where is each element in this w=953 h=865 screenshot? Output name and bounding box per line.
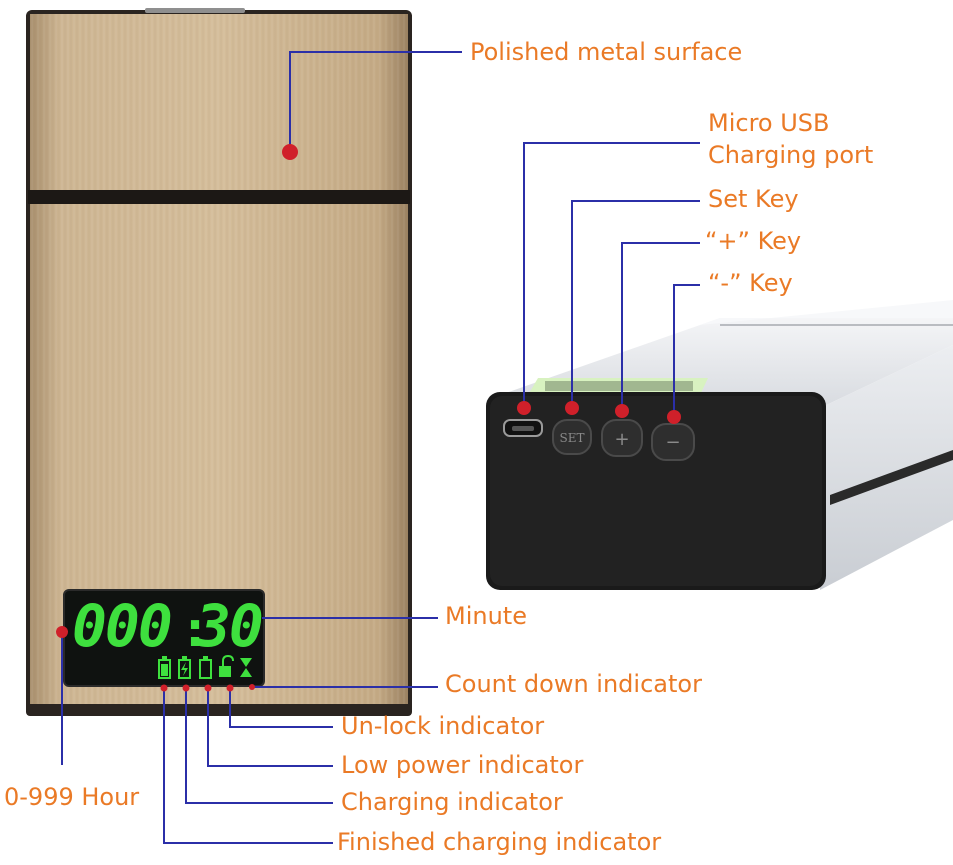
marker-dot-set [565, 401, 579, 415]
marker-dot-countdown [249, 684, 255, 690]
label-unlock: Un-lock indicator [341, 712, 545, 740]
set-key[interactable]: SET [552, 419, 592, 455]
lcd-minutes: 30 [195, 592, 262, 660]
set-key-label: SET [560, 431, 585, 445]
minus-key-label: − [665, 432, 680, 453]
label-micro-usb-line1: Micro USB [708, 109, 830, 137]
label-micro-usb-line2: Charging port [708, 141, 874, 169]
marker-dot-minus [667, 410, 681, 424]
label-hour-range: 0-999 Hour [4, 783, 140, 811]
marker-dot-usb [517, 401, 531, 415]
unlock-icon [219, 654, 234, 677]
micro-usb-port [503, 419, 543, 437]
label-minus-key: “-” Key [708, 269, 793, 297]
plus-key-label: + [614, 429, 629, 450]
label-set-key: Set Key [708, 185, 799, 213]
marker-dot-finished [160, 684, 168, 692]
marker-dot-charging [182, 684, 190, 692]
label-finished-charging: Finished charging indicator [337, 828, 662, 856]
hourglass-icon [240, 658, 252, 677]
lcd-hours: 000 [72, 592, 171, 660]
label-charging: Charging indicator [341, 788, 563, 816]
marker-dots [56, 144, 681, 692]
marker-dot-unlock [226, 684, 234, 692]
lid-seam [28, 190, 410, 204]
battery-charging-icon [178, 656, 191, 679]
lcd-colon: : [180, 600, 210, 658]
label-low-power: Low power indicator [341, 751, 584, 779]
leader-lines [61, 51, 700, 844]
marker-dot-surface [282, 144, 298, 160]
label-plus-key: “+” Key [705, 227, 802, 255]
label-minute: Minute [445, 602, 527, 630]
marker-dot-lowpower [204, 684, 212, 692]
marker-dot-plus [615, 404, 629, 418]
battery-low-icon [199, 656, 212, 679]
minus-key[interactable]: − [651, 423, 695, 461]
plus-key[interactable]: + [601, 419, 643, 457]
label-polished-surface: Polished metal surface [470, 38, 743, 66]
battery-full-icon [158, 656, 171, 679]
label-count-down: Count down indicator [445, 670, 702, 698]
marker-dot-hour [56, 626, 68, 638]
